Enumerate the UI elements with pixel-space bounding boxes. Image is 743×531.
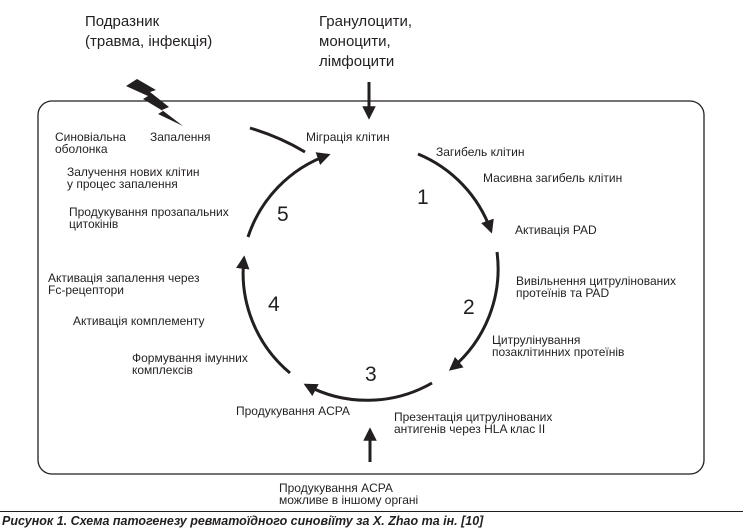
- cycle-arrow-5: [246, 152, 331, 238]
- release-label: Вивільнення цитрулінованих протеїнів та …: [516, 274, 676, 300]
- inflammation-label: Запалення: [150, 130, 211, 144]
- step-number-4: 4: [268, 293, 280, 316]
- inflammation-connector: [249, 126, 306, 154]
- fc-label: Активація запалення через Fc-рецептори: [48, 271, 200, 297]
- step-number-3: 3: [365, 363, 377, 386]
- caption-rule: [0, 511, 743, 512]
- acpa-label: Продукування ACPA: [236, 404, 350, 418]
- cycle-arrow-2: [448, 251, 500, 371]
- cycle-arrow-1: [417, 152, 494, 234]
- migration-label: Міграція клітин: [306, 130, 390, 144]
- step-number-2: 2: [463, 296, 475, 319]
- step-number-1: 1: [417, 186, 429, 209]
- cytokines-label: Продукування прозапальних цитокінів: [69, 205, 229, 231]
- pad-label: Активація PAD: [515, 223, 597, 237]
- lightning-icon: [126, 79, 183, 126]
- acpa-other-organ-label: Продукування ACPA можливе в іншому орган…: [279, 481, 419, 507]
- cycle-arrow-3: [303, 381, 433, 402]
- cells-label: Гранулоцити, моноцити, лімфоцити: [319, 13, 413, 70]
- citrullination-label: Цитрулінування позаклітинних протеїнів: [492, 333, 625, 359]
- synovium-label: Синовіальна оболонка: [55, 130, 126, 156]
- complement-label: Активація комплементу: [73, 314, 205, 328]
- death-label: Загибель клітин: [436, 145, 525, 159]
- step-number-5: 5: [277, 203, 289, 226]
- synovium-box: [37, 100, 705, 475]
- figure-caption: Рисунок 1. Схема патогенезу ревматоїдног…: [2, 514, 484, 528]
- mass-death-label: Масивна загибель клітин: [483, 171, 623, 185]
- stimulus-label: Подразник (травма, інфекція): [85, 13, 213, 50]
- presentation-label: Презентація цитрулінованих антигенів чер…: [394, 410, 553, 436]
- immune-complexes-label: Формування імунних комплексів: [132, 351, 248, 377]
- recruitment-label: Залучення нових клітин у процес запаленн…: [67, 165, 200, 191]
- cycle-arrow-4: [236, 255, 291, 375]
